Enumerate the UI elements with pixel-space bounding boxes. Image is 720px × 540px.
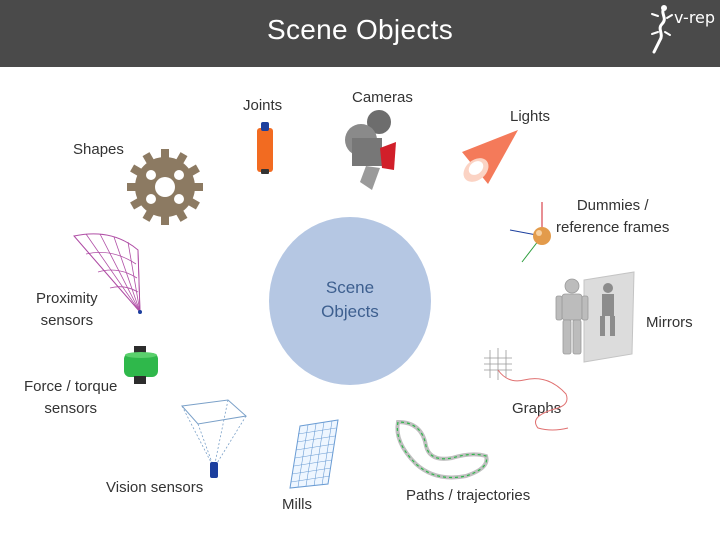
paths-label: Paths / trajectories: [406, 487, 531, 504]
proximity-sensor-icon: [73, 233, 142, 314]
gear-shape-icon: [127, 149, 203, 225]
vision-sensors-label: Vision sensors: [106, 479, 204, 496]
camera-icon: [345, 110, 396, 190]
path-trajectory-icon: [395, 419, 489, 480]
graph-icon: [484, 348, 569, 431]
mirror-robot-icon: [555, 271, 635, 363]
center-circle: [269, 217, 431, 385]
lights-label: Lights: [510, 108, 551, 125]
joints-label: Joints: [243, 97, 283, 114]
dummies-label-line1: Dummies /: [576, 197, 649, 214]
page-title: Scene Objects: [267, 14, 453, 45]
proximity-label-line1: Proximity: [36, 290, 98, 307]
cameras-label: Cameras: [352, 89, 413, 106]
dummy-frame-icon: [509, 202, 551, 263]
mill-icon: [289, 419, 339, 489]
center-label: Scene Objects: [269, 276, 431, 324]
light-cone-icon: [462, 130, 518, 184]
graphs-label: Graphs: [512, 400, 562, 417]
mills-label: Mills: [282, 496, 312, 513]
joint-cylinder-icon: [257, 122, 273, 174]
force-torque-label-line1: Force / torque: [24, 378, 118, 395]
logo-text: v-rep: [674, 8, 716, 27]
force-torque-label: Force / torque sensors: [24, 376, 117, 420]
proximity-label-line2: sensors: [40, 312, 94, 329]
center-label-line2: Objects: [321, 302, 379, 321]
dummies-label-line2: reference frames: [556, 219, 670, 236]
lizard-logo-icon: [651, 5, 673, 54]
dummies-label: Dummies / reference frames: [556, 195, 669, 239]
header-bar: Scene Objects v-rep: [0, 0, 720, 67]
mirrors-label: Mirrors: [646, 314, 693, 331]
force-torque-label-line2: sensors: [44, 400, 97, 417]
vision-sensor-icon: [180, 399, 248, 478]
center-label-line1: Scene: [325, 278, 375, 297]
shapes-label: Shapes: [73, 141, 124, 158]
force-sensor-icon: [124, 346, 158, 384]
proximity-label: Proximity sensors: [36, 288, 98, 332]
